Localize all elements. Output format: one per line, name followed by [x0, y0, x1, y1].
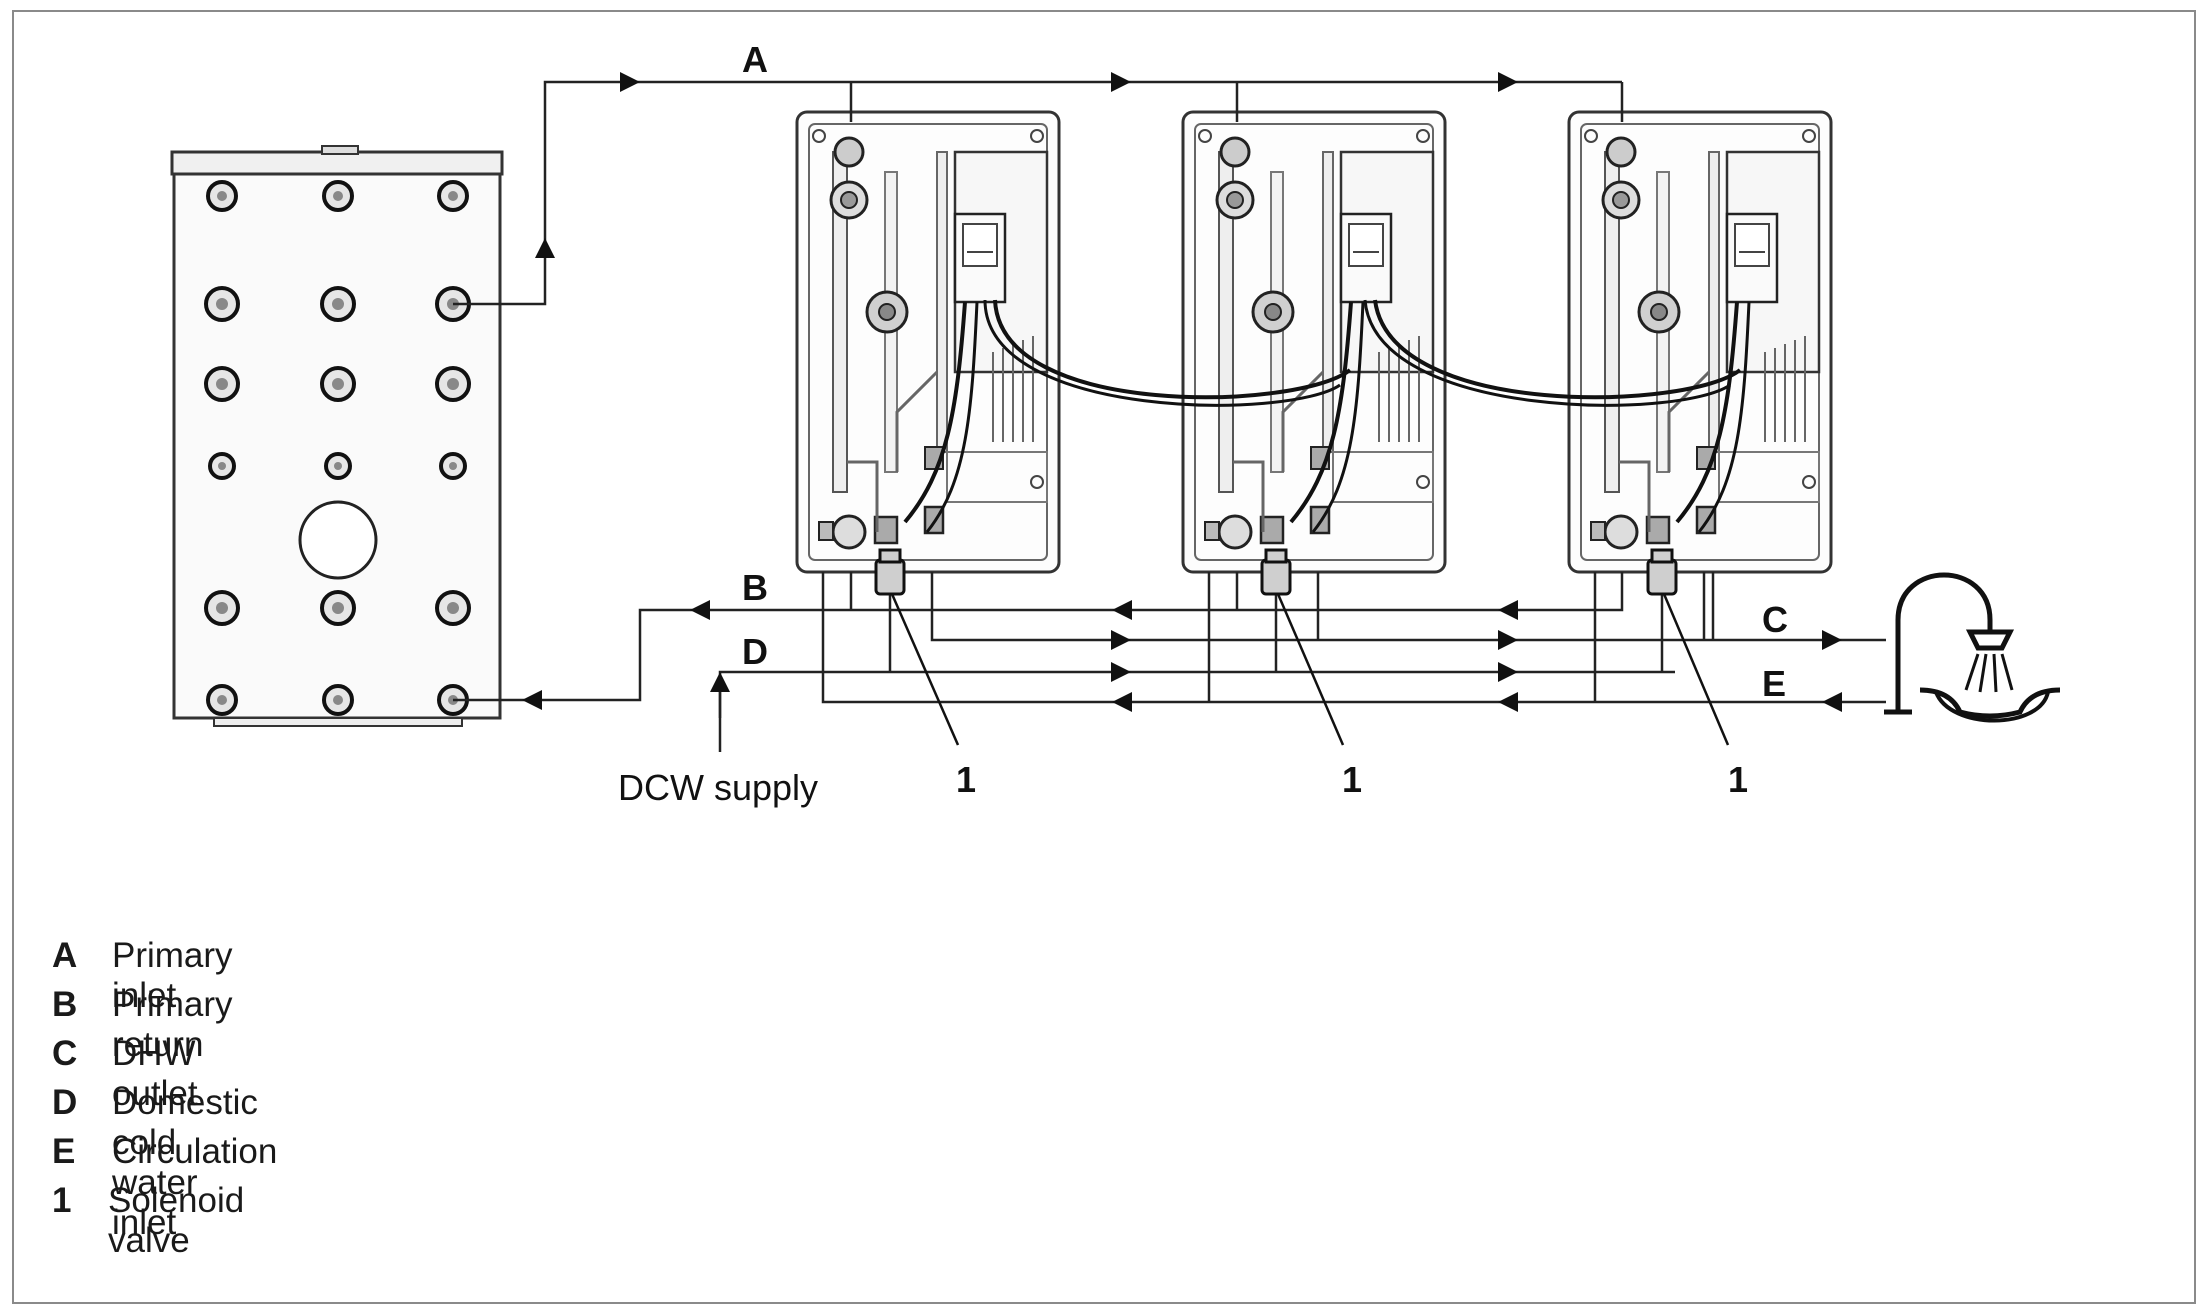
- legend-key: B: [52, 985, 78, 1024]
- diagram-frame: [12, 10, 2196, 1304]
- legend-key: D: [52, 1083, 78, 1122]
- dcw-inlet-pipe: [718, 670, 1675, 718]
- solenoid-valve-3: [1646, 548, 1678, 596]
- storage-tank: [170, 145, 504, 727]
- callout-number-2: 1: [1342, 759, 1362, 800]
- legend-text: Domestic cold water inlet: [112, 1083, 258, 1242]
- legend-text: Solenoid valve: [108, 1181, 245, 1260]
- dcw-supply-label: DCW supply: [618, 767, 818, 808]
- control-cable-2-3: [1373, 299, 1742, 400]
- legend-key: C: [52, 1034, 78, 1073]
- flow-label-a: A: [742, 39, 768, 80]
- shower-icon: [1884, 572, 2061, 723]
- solenoid-valve-2: [1260, 548, 1292, 596]
- legend-text: Circulation: [112, 1132, 278, 1171]
- flow-label-d: D: [742, 631, 768, 672]
- circulation-pipe: [821, 572, 1886, 704]
- primary-inlet-pipe: [453, 80, 1622, 306]
- flow-label-b: B: [742, 567, 768, 608]
- solenoid-valve-1: [874, 548, 906, 596]
- dhw-outlet-pipe: [930, 572, 1886, 642]
- legend-key: E: [52, 1132, 76, 1171]
- control-cable-2-3b: [1363, 299, 1731, 407]
- dhw-station-3: [1567, 110, 1833, 574]
- flow-label-c: C: [1762, 599, 1788, 640]
- flow-label-e: E: [1762, 663, 1786, 704]
- legend-text: DHW outlet: [112, 1034, 198, 1113]
- callout-leaders: [890, 593, 1730, 746]
- primary-return-pipe: [453, 572, 1624, 702]
- flow-arrows: [522, 72, 1842, 712]
- legend-key: A: [52, 936, 78, 975]
- callout-number-1: 1: [956, 759, 976, 800]
- legend-key: 1: [52, 1181, 72, 1220]
- solenoid-valve-group: [874, 548, 1678, 596]
- dhw-station-2: [1181, 110, 1447, 574]
- legend-text: Primary return: [112, 985, 233, 1064]
- control-cable-1-2: [993, 299, 1352, 400]
- callout-number-3: 1: [1728, 759, 1748, 800]
- legend-text: Primary inlet: [112, 936, 233, 1015]
- dhw-station-1: [795, 110, 1061, 574]
- control-cable-1-2b: [983, 299, 1341, 407]
